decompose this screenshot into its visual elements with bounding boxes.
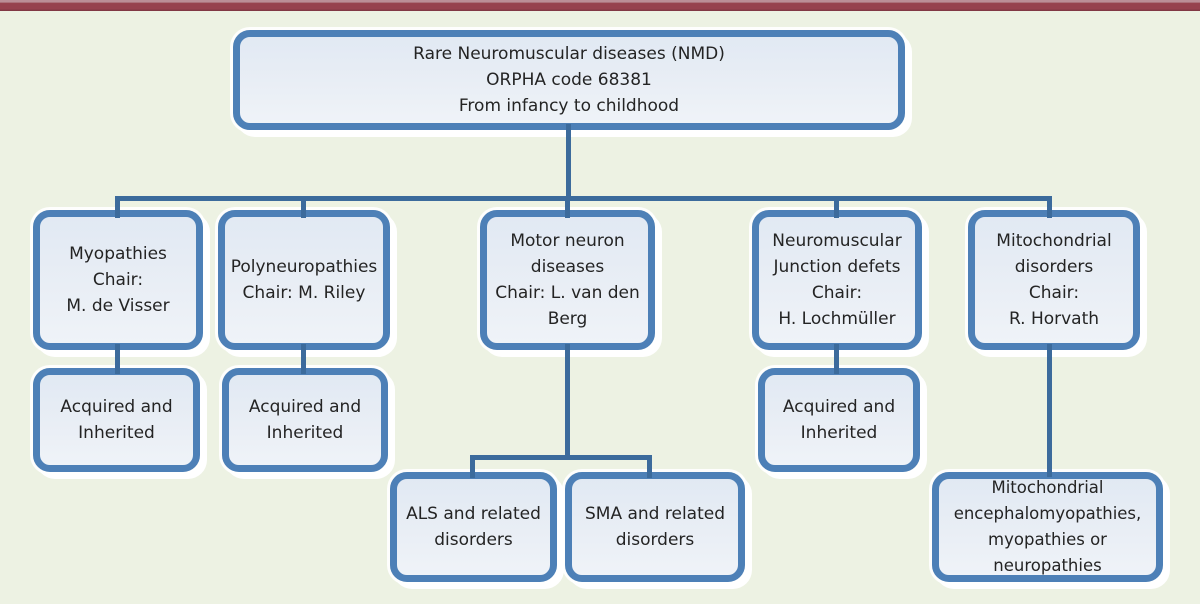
node-motor-neuron-label: Motor neuron diseases Chair: L. van den … [495,231,640,329]
connector-stub-polyneuropathies [301,196,306,218]
connector-polyneuropathies-sub [301,344,306,374]
node-als: ALS and related disorders [390,472,557,582]
node-neuromuscular-junction-sub: Acquired and Inherited [758,368,920,472]
top-accent-bar [0,0,1200,11]
node-polyneuropathies-sub: Acquired and Inherited [222,368,388,472]
node-mitochondrial-sub-label: Mitochondrial encephalomyopathies, myopa… [953,478,1142,575]
connector-motor-neuron-vertical [565,344,570,458]
node-root-nmd: Rare Neuromuscular diseases (NMD) ORPHA … [233,30,905,130]
node-neuromuscular-junction-label: Neuromuscular Junction defets Chair: H. … [772,231,902,329]
connector-mitochondrial-sub [1047,344,1052,477]
node-root-nmd-label: Rare Neuromuscular diseases (NMD) ORPHA … [413,44,725,116]
connector-neuromuscular-junction-sub [834,344,839,374]
node-sma-label: SMA and related disorders [584,504,725,550]
node-polyneuropathies: Polyneuropathies Chair: M. Riley [218,210,390,350]
node-polyneuropathies-label: Polyneuropathies Chair: M. Riley [230,257,378,303]
node-neuromuscular-junction-sub-label: Acquired and Inherited [782,397,896,443]
node-myopathies: Myopathies Chair: M. de Visser [33,210,203,350]
node-mitochondrial: Mitochondrial disorders Chair: R. Horvat… [968,210,1140,350]
connector-motor-neuron-tbar [470,455,652,460]
node-myopathies-sub: Acquired and Inherited [33,368,200,472]
node-mitochondrial-sub: Mitochondrial encephalomyopathies, myopa… [932,472,1163,582]
node-als-label: ALS and related disorders [406,504,541,550]
node-polyneuropathies-sub-label: Acquired and Inherited [248,397,362,443]
connector-stub-sma [647,455,652,478]
node-myopathies-label: Myopathies Chair: M. de Visser [66,244,170,316]
connector-stub-als [470,455,475,478]
connector-stub-neuromuscular-junction [834,196,839,218]
node-sma: SMA and related disorders [565,472,745,582]
node-mitochondrial-label: Mitochondrial disorders Chair: R. Horvat… [996,231,1112,329]
connector-root-vertical [566,124,571,201]
connector-stub-mitochondrial [1047,196,1052,218]
connector-main-horizontal [115,196,1052,201]
connector-myopathies-sub [115,344,120,374]
node-neuromuscular-junction: Neuromuscular Junction defets Chair: H. … [752,210,922,350]
connector-stub-motor-neuron [565,196,570,218]
node-myopathies-sub-label: Acquired and Inherited [60,397,173,443]
connector-stub-myopathies [115,196,120,218]
node-motor-neuron: Motor neuron diseases Chair: L. van den … [480,210,655,350]
